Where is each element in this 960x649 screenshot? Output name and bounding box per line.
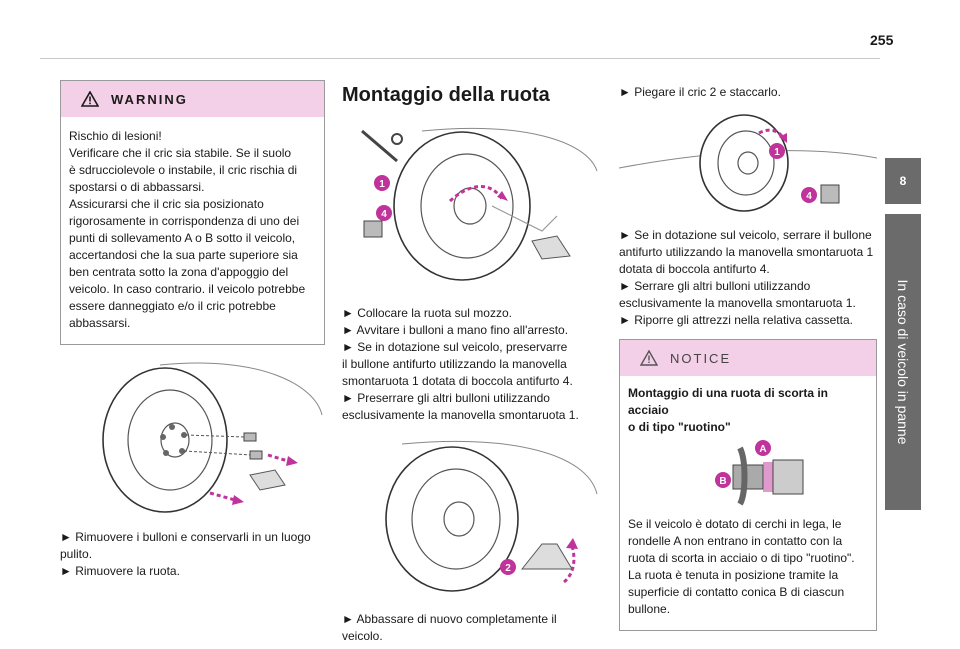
label-a-text: A	[759, 444, 766, 455]
step-line: pulito.	[60, 547, 93, 561]
notice-line: ruota di scorta in acciaio o di tipo "ru…	[628, 551, 855, 565]
warning-line: ben centrata sotto la zona d'appoggio de…	[69, 265, 289, 279]
notice-line: La ruota è tenuta in posizione tramite l…	[628, 568, 839, 582]
label-4-text: 4	[381, 209, 387, 220]
step-line: ► Preserrare gli altri bulloni utilizzan…	[342, 391, 550, 405]
column-left: WARNING Rischio di lesioni! Verificare c…	[60, 80, 325, 580]
wheel-fitting-illustration: 1 4	[361, 127, 598, 281]
notice-content: Montaggio di una ruota di scorta in acci…	[620, 376, 876, 630]
label-b-text: B	[719, 476, 726, 487]
notice-heading-line: Montaggio di una ruota di scorta in acci…	[628, 386, 828, 417]
col2-bottom-steps: ► Abbassare di nuovo completamente il ve…	[342, 611, 600, 645]
step-line: ► Abbassare di nuovo completamente il	[342, 612, 557, 626]
step-line: ► Serrare gli altri bulloni utilizzando	[619, 279, 811, 293]
warning-triangle-icon	[81, 91, 99, 107]
notice-line: superficie di contatto conica B di ciasc…	[628, 585, 845, 599]
notice-box: NOTICE Montaggio di una ruota di scorta …	[619, 339, 877, 631]
label-2-text: 2	[505, 563, 511, 574]
label-1-badge	[769, 143, 785, 159]
column-middle: Montaggio della ruota 1 4 ► Collocare la…	[342, 84, 600, 645]
notice-line: Se il veicolo è dotato di cerchi in lega…	[628, 517, 842, 531]
step-line: il bullone antifurto utilizzando la mano…	[342, 357, 567, 371]
warning-line: Rischio di lesioni!	[69, 129, 162, 143]
label-a-badge	[755, 440, 771, 456]
notice-triangle-icon	[640, 350, 658, 366]
label-4-text: 4	[806, 191, 812, 202]
step-line: veicolo.	[342, 629, 383, 643]
chapter-tab-number[interactable]: 8	[885, 158, 921, 204]
step-line: ► Rimuovere i bulloni e conservarli in u…	[60, 530, 311, 544]
warning-line: spostarsi o di abbassarsi.	[69, 180, 205, 194]
notice-label: NOTICE	[670, 350, 732, 366]
notice-line: rondelle A non entrano in contatto con l…	[628, 534, 843, 548]
warning-box: WARNING Rischio di lesioni! Verificare c…	[60, 80, 325, 345]
step-line: esclusivamente la manovella smontaruota …	[342, 408, 579, 422]
step-line: dotata di boccola antifurto 4.	[619, 262, 770, 276]
step-line: ► Rimuovere la ruota.	[60, 564, 180, 578]
step-line: antifurto utilizzando la manovella smont…	[619, 245, 874, 259]
wheel-removal-illustration	[102, 362, 323, 513]
tightening-illustration: 1 4	[619, 114, 877, 212]
col3-steps: ► Se in dotazione sul veicolo, serrare i…	[619, 227, 877, 329]
fold-jack-step: ► Piegare il cric 2 e staccarlo.	[619, 85, 781, 99]
label-1-text: 1	[774, 147, 780, 158]
column-right: ► Piegare il cric 2 e staccarlo. 1 4 ► S…	[619, 80, 877, 631]
warning-label: WARNING	[111, 91, 188, 107]
warning-line: essere danneggiato e/o il cric potrebbe	[69, 299, 276, 313]
step-line: smontaruota 1 dotata di boccola antifurt…	[342, 374, 573, 388]
warning-line: Assicurarsi che il cric sia posizionato	[69, 197, 264, 211]
warning-line: abbassarsi.	[69, 316, 131, 330]
warning-text: Rischio di lesioni! Verificare che il cr…	[61, 117, 324, 344]
col2-steps: ► Collocare la ruota sul mozzo. ► Avvita…	[342, 305, 600, 424]
warning-line: rigorosamente in corrispondenza di uno d…	[69, 214, 300, 228]
step-line: ► Avvitare i bulloni a mano fino all'arr…	[342, 323, 569, 337]
bolt-washer-illustration: A B	[715, 440, 804, 506]
col1-steps: ► Rimuovere i bulloni e conservarli in u…	[60, 529, 325, 580]
step-line: esclusivamente la manovella smontaruota …	[619, 296, 856, 310]
chapter-tab-title[interactable]: In caso di veicolo in panne	[885, 214, 921, 510]
warning-header: WARNING	[61, 81, 324, 117]
notice-header: NOTICE	[620, 340, 876, 376]
warning-line: Verificare che il cric sia stabile. Se i…	[69, 146, 292, 160]
step-line: ► Riporre gli attrezzi nella relativa ca…	[619, 313, 853, 327]
label-1-badge	[374, 175, 390, 191]
notice-line: bullone.	[628, 602, 671, 616]
step-line: ► Se in dotazione sul veicolo, preservar…	[342, 340, 568, 354]
step-line: ► Se in dotazione sul veicolo, serrare i…	[619, 228, 872, 242]
page-number: 255	[870, 32, 894, 48]
warning-line: punti di sollevamento A o B sotto il vei…	[69, 231, 296, 245]
chapter-title-label: In caso di veicolo in panne	[895, 279, 911, 445]
top-divider	[40, 58, 880, 59]
label-2-badge	[500, 559, 516, 575]
warning-line: veicolo. In caso contrario. il veicolo p…	[69, 282, 306, 296]
label-b-badge	[715, 472, 731, 488]
warning-line: accertandosi che la sua parte superiore …	[69, 248, 298, 262]
notice-heading-line: o di tipo "ruotino"	[628, 420, 731, 434]
label-1-text: 1	[379, 179, 385, 190]
step-line: ► Collocare la ruota sul mozzo.	[342, 306, 512, 320]
label-4-badge	[376, 205, 392, 221]
jack-lowering-illustration: 2	[385, 440, 598, 592]
warning-line: è sdrucciolevole o instabile, il cric ri…	[69, 163, 298, 177]
section-title: Montaggio della ruota	[342, 84, 550, 106]
label-4-badge	[801, 187, 817, 203]
